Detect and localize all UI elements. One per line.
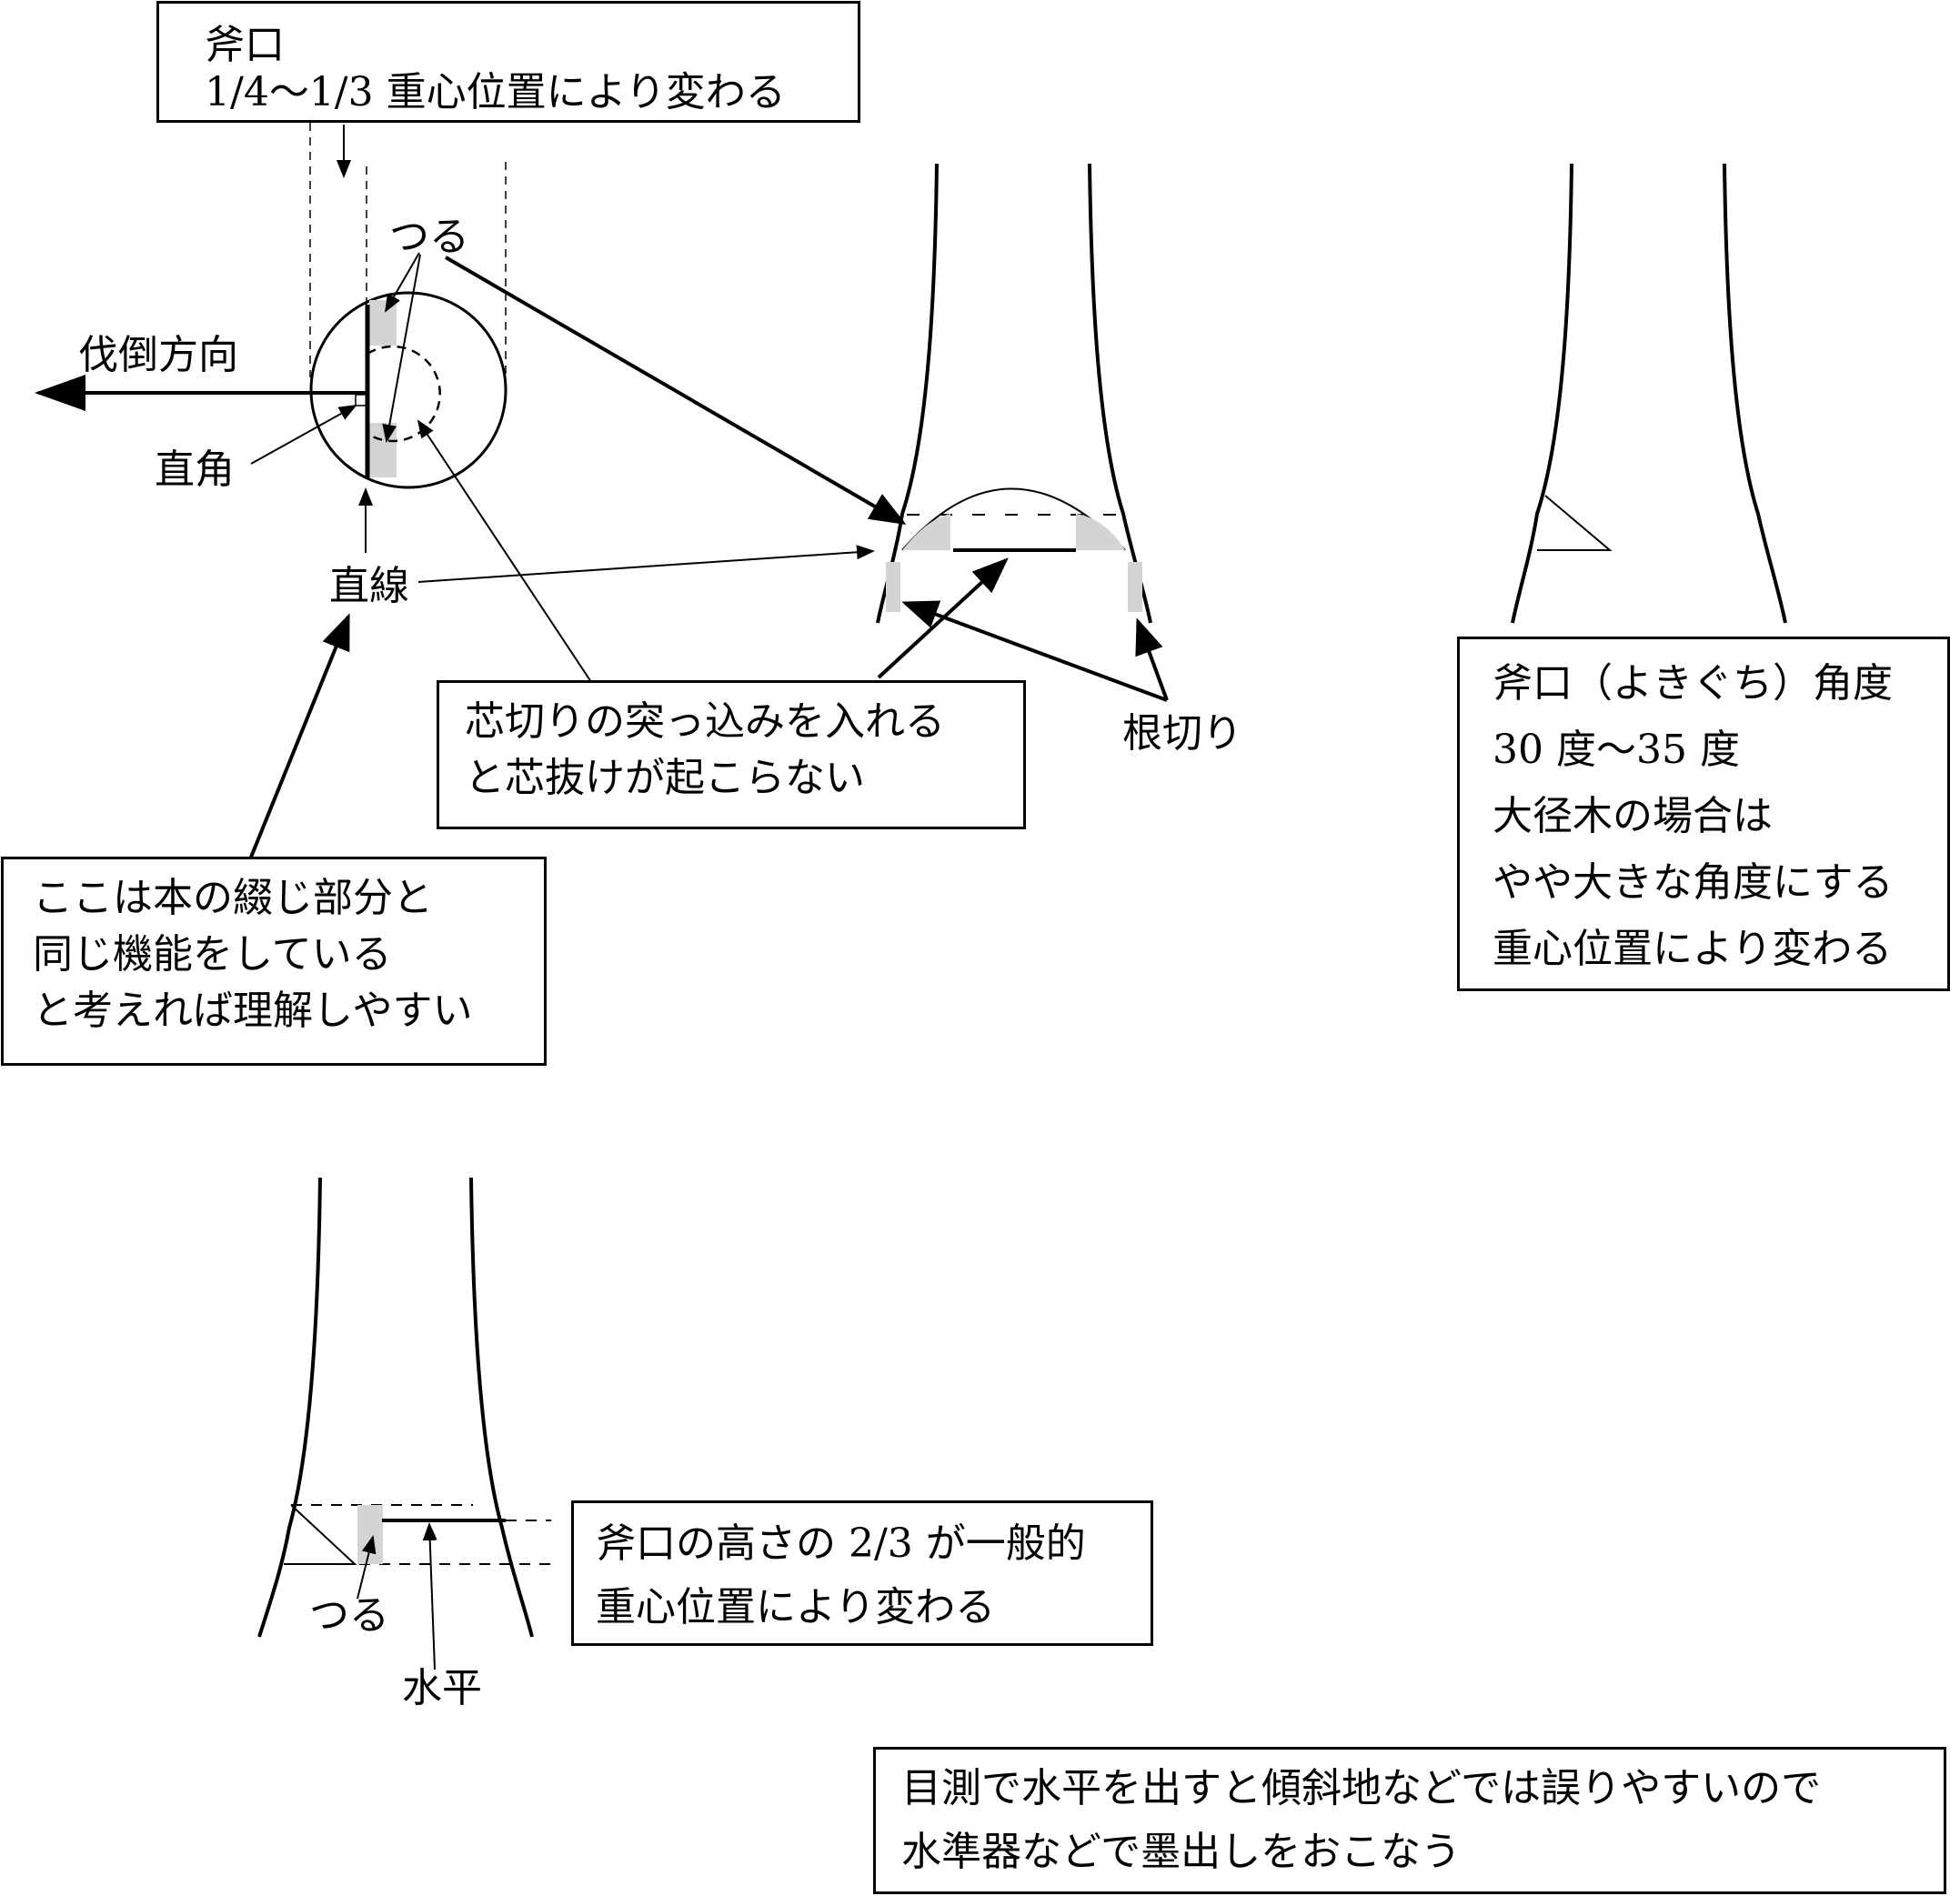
core-cut-line1: 芯切りの突っ込みを入れる	[465, 698, 945, 745]
felling-direction-label: 伐倒方向	[78, 332, 238, 378]
tsuru-label-bottom: つる	[309, 1592, 389, 1639]
tsuru-label-top: つる	[389, 214, 469, 260]
straight-line-label: 直線	[329, 563, 409, 609]
tsuru-shade-upper	[369, 300, 397, 346]
book-binding-line2: 同じ機能をしている	[33, 931, 392, 978]
tsuru-to-side-arrow	[444, 256, 907, 526]
root-cut-shade-left	[886, 562, 900, 612]
notch-angle-line3: 大径木の場合は	[1493, 793, 1773, 839]
tsuru-bottom-arrow	[357, 1535, 377, 1600]
horizontal-arrow	[422, 1522, 437, 1670]
bottom-note-box: 目測で水平を出すと傾斜地などでは誤りやすいので 水準器などで墨出しをおこなう	[873, 1747, 1946, 1894]
horizontal-label: 水平	[402, 1665, 482, 1711]
tsuru-shade-left	[902, 514, 950, 550]
notch-wedge-right-tree	[1537, 495, 1613, 551]
stump-top-view	[35, 123, 592, 860]
notch-angle-box: 斧口（よきぐち）角度 30 度〜35 度 大径木の場合は やや大きな角度にする …	[1457, 637, 1950, 991]
book-binding-arrow	[248, 613, 350, 860]
trunk-left-edge-bottom-tree	[257, 1177, 322, 1638]
bottom-note-line2: 水準器などで墨出しをおこなう	[901, 1829, 1462, 1875]
yokiguchi-top-title: 斧口	[205, 22, 285, 68]
tree-side-view-right	[1511, 163, 1787, 624]
tree-side-view-bottom	[257, 1177, 551, 1670]
tsuru-shade-lower	[369, 423, 397, 477]
core-to-side-arrow	[877, 557, 1009, 679]
notch-angle-line2: 30 度〜35 度	[1493, 727, 1740, 773]
root-cut-shade-right	[1128, 562, 1142, 612]
book-binding-line3: と考えれば理解しやすい	[33, 988, 473, 1034]
trunk-right-edge-bottom-tree	[469, 1177, 534, 1638]
yokiguchi-top-box: 斧口 1/4〜1/3 重心位置により変わる	[156, 1, 860, 123]
notch-height-box: 斧口の高さの 2/3 が一般的 重心位置により変わる	[571, 1500, 1153, 1646]
notch-angle-line5: 重心位置により変わる	[1493, 926, 1893, 972]
core-cut-box: 芯切りの突っ込みを入れる と芯抜けが起こらない	[437, 680, 1026, 829]
right-angle-label: 直角	[155, 446, 235, 493]
stump-circle	[309, 291, 508, 489]
yokiguchi-top-ratio: 1/4〜1/3 重心位置により変わる	[205, 69, 786, 115]
book-binding-line1: ここは本の綴じ部分と	[33, 875, 433, 921]
bottom-note-line1: 目測で水平を出すと傾斜地などでは誤りやすいので	[901, 1765, 1822, 1811]
trunk-right-edge	[1088, 163, 1152, 624]
trunk-left-edge	[876, 163, 939, 624]
core-cut-line2: と芯抜けが起こらない	[465, 755, 865, 801]
tsuru-shade-right	[1076, 514, 1125, 550]
tsuru-arrow-2	[382, 254, 421, 443]
tree-side-view-middle	[417, 163, 1169, 702]
right-angle-arrow	[250, 405, 357, 465]
tsuru-arrow-1	[384, 252, 420, 313]
tsuru-shade-bottom	[357, 1505, 383, 1564]
root-cut-arrow-right	[1135, 617, 1169, 701]
notch-wedge-bottom-tree	[284, 1504, 357, 1565]
notch-height-line1: 斧口の高さの 2/3 が一般的	[596, 1520, 1086, 1567]
right-angle-mark	[355, 394, 367, 406]
straight-to-side-arrow	[417, 545, 875, 583]
notch-height-line2: 重心位置により変わる	[596, 1584, 996, 1630]
notch-angle-line4: やや大きな角度にする	[1493, 859, 1894, 906]
root-cut-label: 根切り	[1122, 710, 1242, 757]
core-cut-arrow	[417, 419, 592, 683]
book-binding-box: ここは本の綴じ部分と 同じ機能をしている と考えれば理解しやすい	[1, 857, 547, 1066]
root-cut-arrow-left	[901, 600, 1168, 702]
trunk-right-edge-right-tree	[1723, 163, 1787, 624]
notch-angle-line1: 斧口（よきぐち）角度	[1493, 660, 1893, 707]
trunk-left-edge-right-tree	[1511, 163, 1573, 624]
